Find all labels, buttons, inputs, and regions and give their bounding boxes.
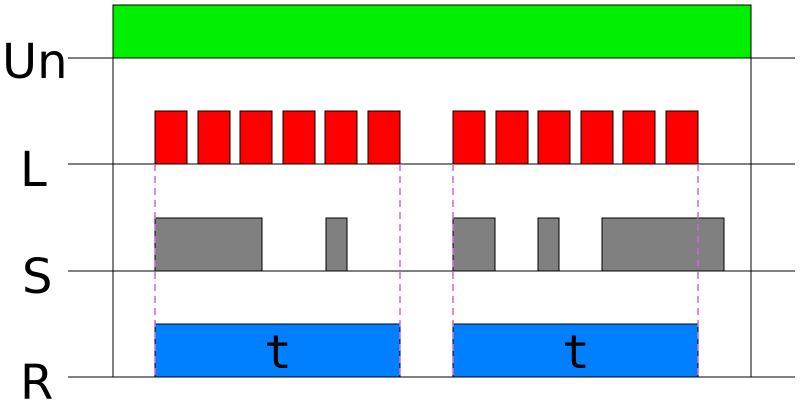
s-signal-block: [537, 217, 560, 272]
supply-bar: [112, 4, 752, 59]
r-relay-bar-1: [154, 323, 401, 378]
l-pulse: [282, 110, 316, 165]
l-pulse: [580, 110, 614, 165]
interval-label-2: t: [562, 325, 590, 379]
l-pulse: [452, 110, 486, 165]
s-signals: [154, 217, 725, 272]
l-pulse: [622, 110, 656, 165]
l-pulse: [239, 110, 273, 165]
row-label-r: R: [20, 355, 53, 405]
s-signal-block: [452, 217, 496, 272]
l-pulse: [367, 110, 401, 165]
l-pulses: [154, 110, 699, 165]
l-pulse: [537, 110, 571, 165]
s-signal-block: [601, 217, 725, 272]
s-signal-block: [325, 217, 348, 272]
l-pulse: [665, 110, 699, 165]
l-pulse: [495, 110, 529, 165]
row-label-l: L: [20, 142, 47, 198]
row-label-s: S: [22, 249, 52, 305]
row-label-un: Un: [2, 34, 68, 90]
l-pulse: [324, 110, 358, 165]
interval-label-1: t: [264, 325, 292, 379]
l-pulse: [197, 110, 231, 165]
s-signal-block: [154, 217, 263, 272]
l-pulse: [154, 110, 188, 165]
